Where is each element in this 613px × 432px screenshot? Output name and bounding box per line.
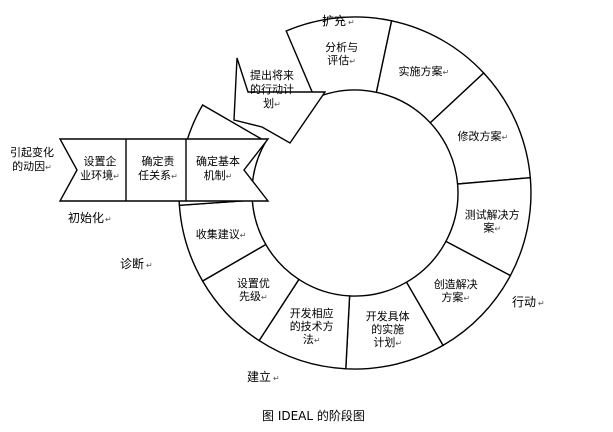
paragraph-mark: ↵ — [274, 100, 281, 109]
label-line: 开发具体 — [366, 309, 410, 323]
label-line: 收集建议 — [196, 227, 240, 241]
label-line: 分析与 — [325, 40, 358, 54]
paragraph-mark: ↵ — [538, 299, 545, 308]
label-line: 测试解决方 — [465, 207, 520, 221]
phase-initiate: 初始化 — [68, 211, 104, 225]
initiating-chevron — [58, 138, 270, 202]
label-line: 的行动计 — [250, 82, 294, 96]
label-line: 案 — [483, 220, 494, 234]
feedback-arrow: 提出将来的行动计划↵ — [233, 57, 327, 144]
label-line: 方案 — [441, 290, 463, 304]
label-line: 确定责 — [142, 154, 175, 168]
paragraph-mark: ↵ — [240, 231, 247, 240]
label-line: 的实施 — [371, 322, 404, 336]
cycle-step-label: 实施方案↵ — [399, 64, 450, 78]
paragraph-mark: ↵ — [463, 294, 470, 303]
paragraph-mark: ↵ — [273, 374, 280, 383]
cycle-step-label: 开发相应的技术方法↵ — [290, 306, 334, 346]
label-line: 提出将来 — [250, 68, 294, 82]
paragraph-mark: ↵ — [45, 163, 52, 172]
label-line: 创造解决 — [434, 277, 478, 291]
phase-establish: 建立 — [247, 369, 271, 384]
cycle-step-label: 设置优先级↵ — [237, 277, 270, 303]
label-line: 划 — [263, 97, 274, 110]
label-line: 确定基本 — [196, 154, 240, 168]
cycle-step-label: 修改方案↵ — [458, 129, 509, 143]
entry-label: 引起变化的动因↵ — [10, 145, 54, 173]
initiating-step-responsibility: 确定责任关系↵ — [138, 154, 178, 182]
phase-diagnose: 诊断 — [120, 256, 144, 271]
label-line: 设置企 — [84, 154, 117, 168]
paragraph-mark: ↵ — [443, 68, 450, 77]
paragraph-mark: ↵ — [146, 261, 153, 270]
initiating-step-mechanism: 确定基本机制↵ — [196, 154, 240, 182]
phase-expand: 扩充 — [322, 13, 346, 28]
figure-caption: 图 IDEAL 的阶段图 — [262, 408, 365, 423]
label-line: 评估 — [327, 54, 349, 67]
cycle-step-label: 开发具体的实施计划↵ — [366, 309, 410, 349]
label-line: 机制 — [204, 168, 226, 182]
paragraph-mark: ↵ — [502, 133, 509, 142]
paragraph-mark: ↵ — [314, 336, 321, 345]
paragraph-mark: ↵ — [113, 172, 120, 181]
phase-labels: 扩充 ↵ 初始化 ↵ 诊断 ↵ 行动 ↵ 建立 ↵ — [68, 13, 545, 384]
label-line: 实施方案 — [399, 64, 443, 78]
label-line: 计划 — [373, 336, 395, 349]
initiating-arrow: 设置企业环境↵ 确定责任关系↵ 确定基本机制↵ — [58, 138, 270, 202]
paragraph-mark: ↵ — [348, 18, 355, 27]
arrow-step-label: 提出将来的行动计划↵ — [250, 68, 294, 110]
phase-act: 行动 — [512, 295, 536, 309]
label-line: 修改方案 — [458, 129, 502, 143]
paragraph-mark: ↵ — [226, 172, 233, 181]
cycle-step-label: 分析与评估↵ — [325, 40, 358, 67]
cycle-step-label: 收集建议↵ — [196, 227, 247, 241]
cycle-step-label: 创造解决方案↵ — [434, 277, 478, 304]
paragraph-mark: ↵ — [105, 215, 112, 224]
label-line: 业环境 — [80, 168, 113, 182]
label-line: 引起变化 — [10, 145, 54, 159]
label-line: 设置优 — [237, 277, 270, 290]
initiating-step-environment: 设置企业环境↵ — [80, 154, 120, 182]
arrow-shape — [233, 57, 327, 144]
paragraph-mark: ↵ — [171, 172, 178, 181]
paragraph-mark: ↵ — [349, 57, 356, 66]
label-line: 先级 — [239, 290, 261, 303]
paragraph-mark: ↵ — [261, 293, 268, 302]
cycle-step-label: 测试解决方案↵ — [465, 207, 520, 234]
label-line: 法 — [303, 332, 314, 346]
label-line: 的动因 — [12, 159, 45, 173]
paragraph-mark: ↵ — [494, 224, 501, 233]
paragraph-mark: ↵ — [395, 339, 402, 348]
label-line: 任关系 — [138, 168, 171, 182]
label-line: 的技术方 — [290, 319, 334, 333]
label-line: 开发相应 — [290, 306, 334, 320]
